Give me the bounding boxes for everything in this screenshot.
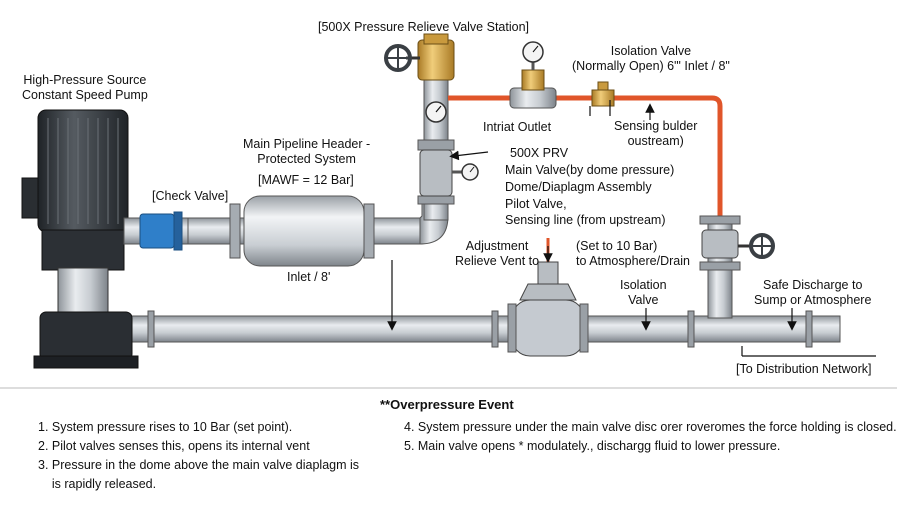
step-3: 3. Pressure in the dome above the main v… [38,458,360,472]
mawf-label: [MAWF = 12 Bar] [258,173,354,187]
pilot-gauge [452,163,479,181]
sensing-line1: Sensing bulder [614,119,698,133]
event-steps-left: 1. System pressure rises to 10 Bar (set … [38,418,359,494]
station-title: [500X Pressure Relieve Valve Station] [318,20,529,34]
sensing-builder-label: Sensing bulder oustream) [614,119,697,149]
discharge-valve [699,215,775,319]
main-valve-label: Main Valve(by dome pressure) [505,163,675,177]
top-isolation-valve [509,41,615,109]
safe-line1: Safe Discharge to [763,278,863,292]
pump-label: High-Pressure Source Constant Speed Pump [22,73,148,103]
safe-discharge-label: Safe Discharge to Sump or Atmosphere [754,278,871,308]
main-pipeline [119,310,841,348]
prv-label: 500X PRV [510,146,569,160]
pump-label-line1: High-Pressure Source [23,73,147,87]
isolation-top-line1: Isolation Valve [610,44,692,58]
main-header-line2: Protected System [257,152,356,166]
adjustment-line1: Adjustment [465,239,529,253]
adjustment-label: Adjustment Relieve Vent to [455,239,539,269]
safe-line2: Sump or Atmosphere [754,293,872,307]
main-header-label: Main Pipeline Header - Protected System [243,137,370,167]
step-4: 4. System pressure under the main valve … [404,420,897,434]
step-3-cont: is rapidly released. [38,477,157,491]
dome-label: Dome/Diaplagm Assembly [505,180,652,194]
set-line2: to Atmosphere/Drain [576,254,690,268]
pump-motor [21,109,139,369]
isolation-valve-top-label: Isolation Valve (Normally Open) 6"' Inle… [572,44,730,74]
isolation-mid-line1: Isolation [620,278,667,292]
header-pipe [187,149,449,267]
check-valve-label: [Check Valve] [152,189,229,203]
isolation-valve-mid-label: Isolation Valve [620,278,667,308]
prv-stack [384,33,455,221]
intriat-outlet-label: Intriat Outlet [483,120,552,134]
step-2: 2. Pilot valves senses this, opens its i… [38,439,310,453]
pump-label-line2: Constant Speed Pump [22,88,148,102]
adjustment-line2: Relieve Vent to [455,254,540,268]
sensing-upstream-label: Sensing line (from upstream) [505,213,666,227]
middle-valve [507,261,589,357]
isolation-top-line2: (Normally Open) 6"' Inlet / 8" [572,59,730,73]
inlet-label: Inlet / 8' [287,270,331,284]
main-header-line1: Main Pipeline Header - [243,137,371,151]
step-1: 1. System pressure rises to 10 Bar (set … [38,420,293,434]
isolation-mid-line2: Valve [628,293,659,307]
check-valve [123,211,189,251]
sensing-line2: oustream) [627,134,684,148]
set-point-label: (Set to 10 Bar) to Atmosphere/Drain [576,239,690,269]
pilot-label: Pilot Valve, [505,197,567,211]
distribution-label: [To Distribution Network] [736,362,872,376]
event-title: **Overpressure Event [380,397,514,412]
callout-arrows [387,100,876,357]
set-line1: (Set to 10 Bar) [576,239,658,253]
step-5: 5. Main valve opens * modulately., disch… [404,439,781,453]
event-steps-right: 4. System pressure under the main valve … [404,418,897,456]
